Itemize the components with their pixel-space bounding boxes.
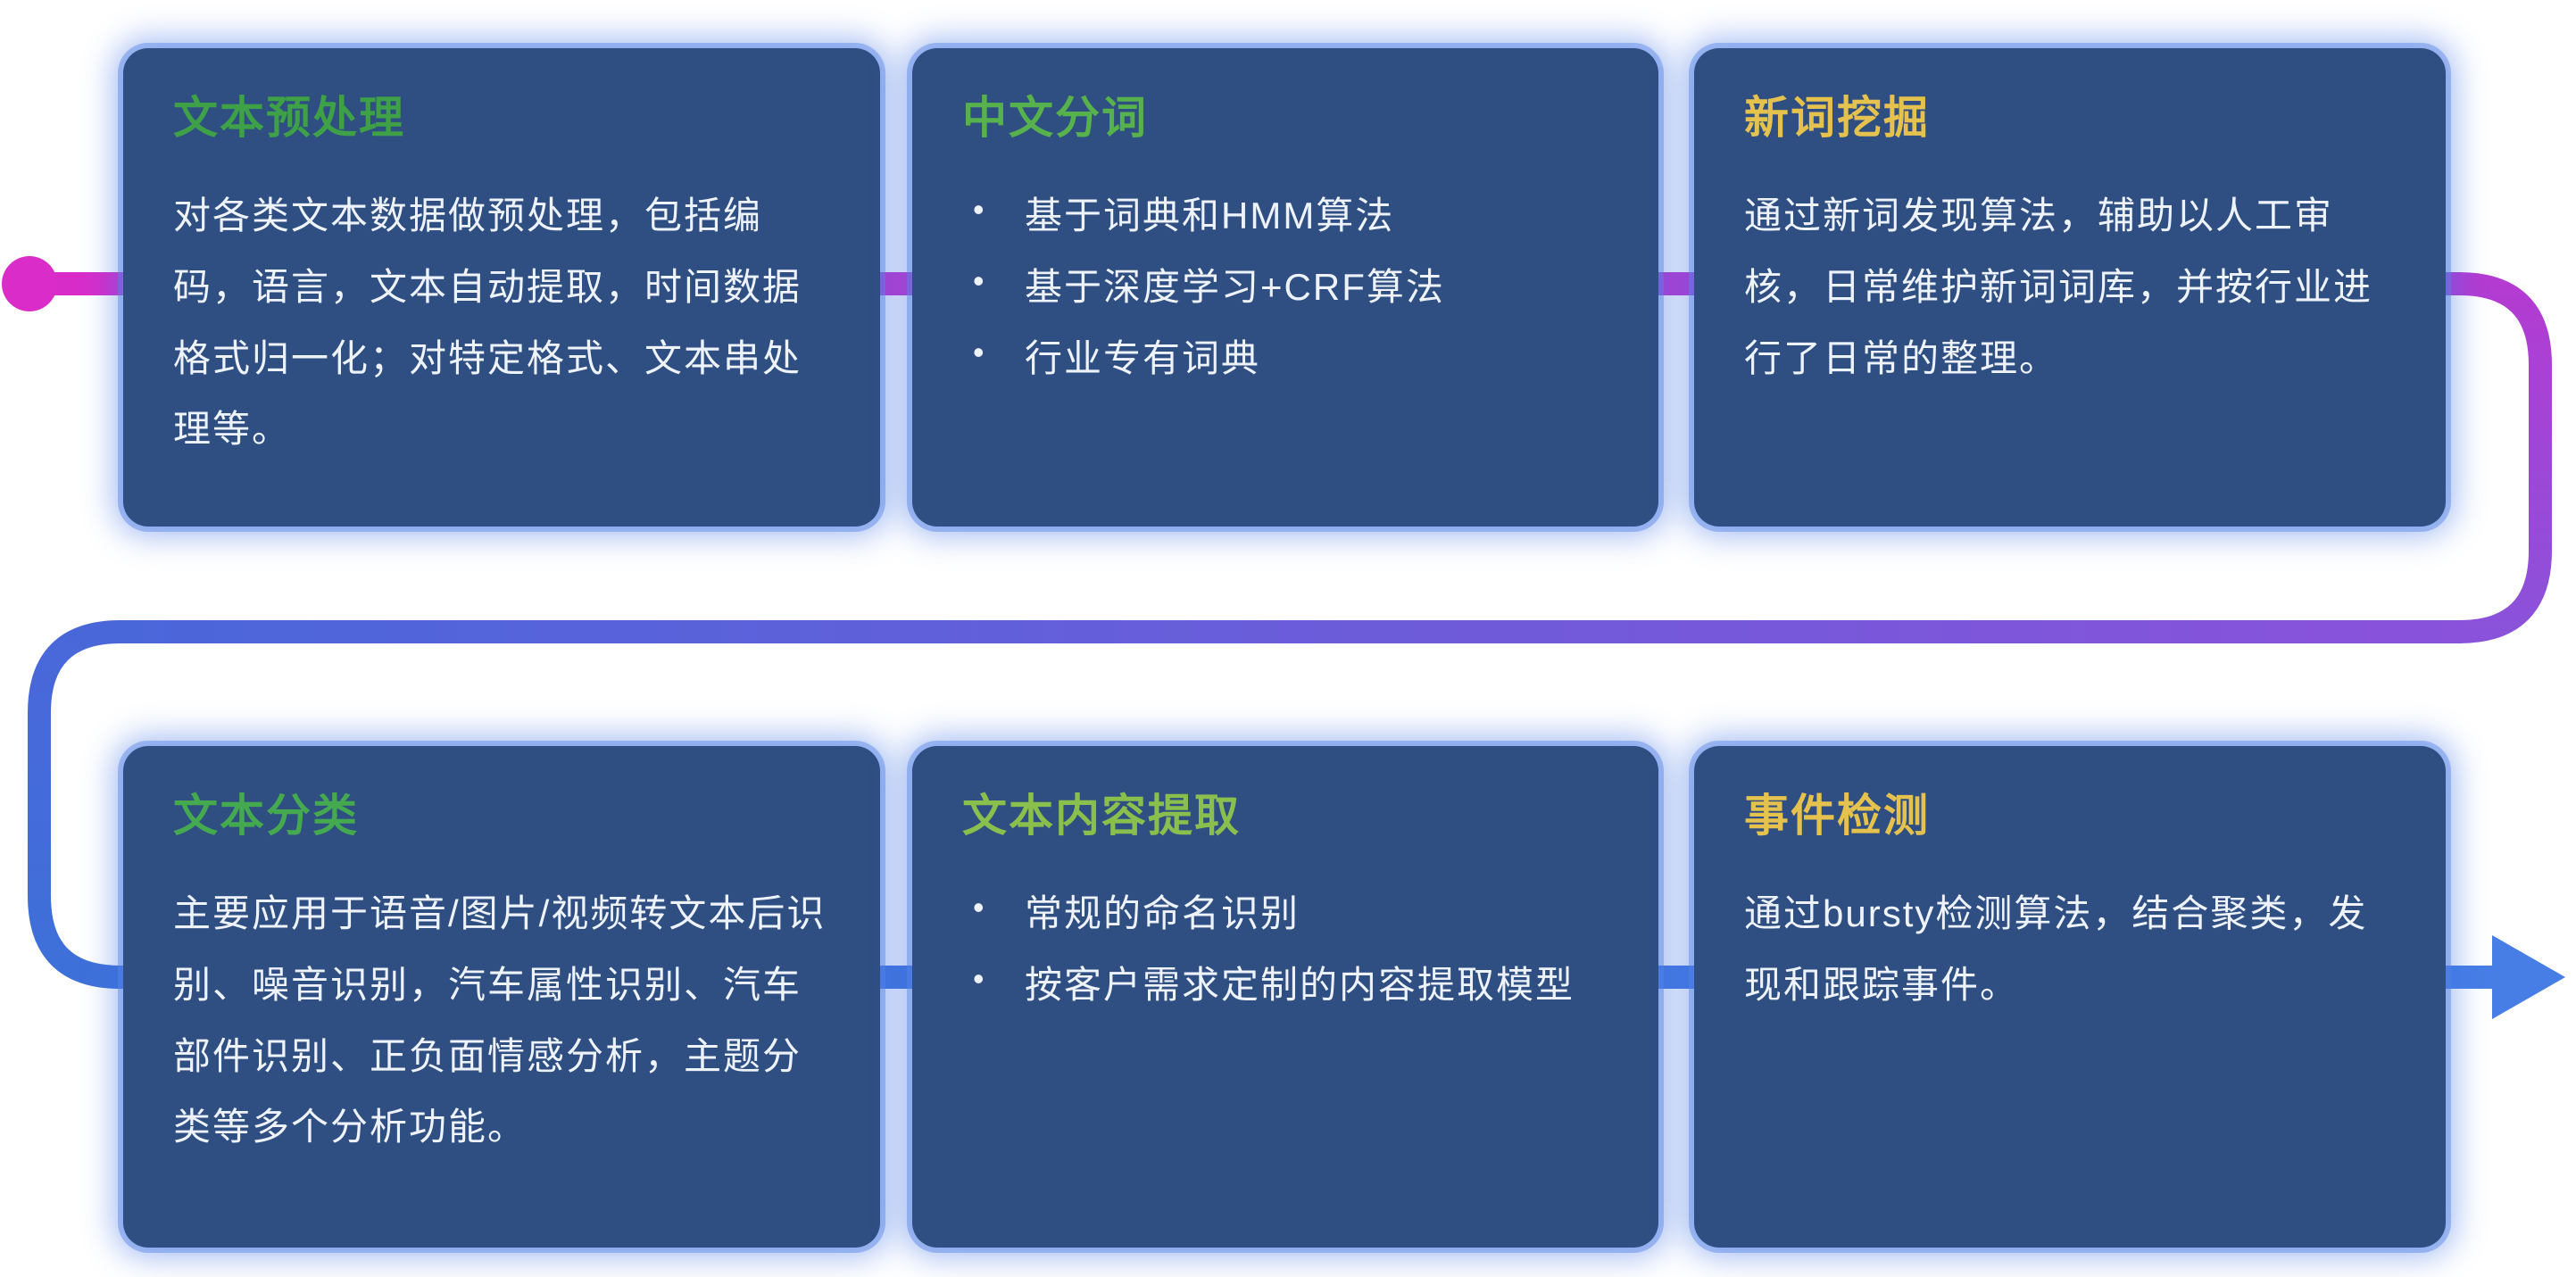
card-new-word-mining: 新词挖掘 通过新词发现算法，辅助以人工审核，日常维护新词词库，并按行业进行了日常… <box>1694 48 2446 527</box>
bullet-item: 基于深度学习+CRF算法 <box>962 252 1608 323</box>
card-event-detection: 事件检测 通过bursty检测算法，结合聚类，发现和跟踪事件。 <box>1694 746 2446 1248</box>
flow-curve-right <box>2458 272 2552 643</box>
card-body: 主要应用于语音/图片/视频转文本后识别、噪音识别，汽车属性识别、汽车部件识别、正… <box>173 892 827 1148</box>
bullet-text: 行业专有词典 <box>1025 336 1261 379</box>
flow-curve-left <box>28 620 121 989</box>
flow-end-arrow-icon <box>2492 935 2565 1019</box>
card-bullet-list: 基于词典和HMM算法 基于深度学习+CRF算法 行业专有词典 <box>962 180 1608 394</box>
card-title: 中文分词 <box>962 93 1148 143</box>
card-body: 通过新词发现算法，辅助以人工审核，日常维护新词词库，并按行业进行了日常的整理。 <box>1744 195 2373 379</box>
flow-start-dot-icon <box>2 256 57 311</box>
card-title: 文本预处理 <box>173 93 405 143</box>
card-chinese-word-segmentation: 中文分词 基于词典和HMM算法 基于深度学习+CRF算法 行业专有词典 <box>912 48 1658 527</box>
bullet-text: 按客户需求定制的内容提取模型 <box>1025 963 1575 1006</box>
card-bullet-list: 常规的命名识别 按客户需求定制的内容提取模型 <box>962 878 1608 1021</box>
card-title: 文本分类 <box>173 791 359 841</box>
bullet-text: 基于词典和HMM算法 <box>1025 195 1395 236</box>
card-title: 新词挖掘 <box>1744 93 1930 143</box>
bullet-item: 行业专有词典 <box>962 323 1608 394</box>
card-text-classification: 文本分类 主要应用于语音/图片/视频转文本后识别、噪音识别，汽车属性识别、汽车部… <box>123 746 880 1248</box>
card-title: 事件检测 <box>1744 791 1930 841</box>
card-text-preprocessing: 文本预处理 对各类文本数据做预处理，包括编码，语言，文本自动提取，时间数据格式归… <box>123 48 880 527</box>
bullet-text: 常规的命名识别 <box>1025 892 1300 934</box>
bullet-text: 基于深度学习+CRF算法 <box>1025 265 1445 308</box>
card-title: 文本内容提取 <box>962 791 1241 841</box>
bullet-item: 按客户需求定制的内容提取模型 <box>962 949 1608 1021</box>
card-text-content-extraction: 文本内容提取 常规的命名识别 按客户需求定制的内容提取模型 <box>912 746 1658 1248</box>
bullet-item: 常规的命名识别 <box>962 878 1608 949</box>
card-body: 对各类文本数据做预处理，包括编码，语言，文本自动提取，时间数据格式归一化；对特定… <box>173 195 802 451</box>
card-body: 通过bursty检测算法，结合聚类，发现和跟踪事件。 <box>1744 892 2368 1006</box>
bullet-item: 基于词典和HMM算法 <box>962 180 1608 252</box>
